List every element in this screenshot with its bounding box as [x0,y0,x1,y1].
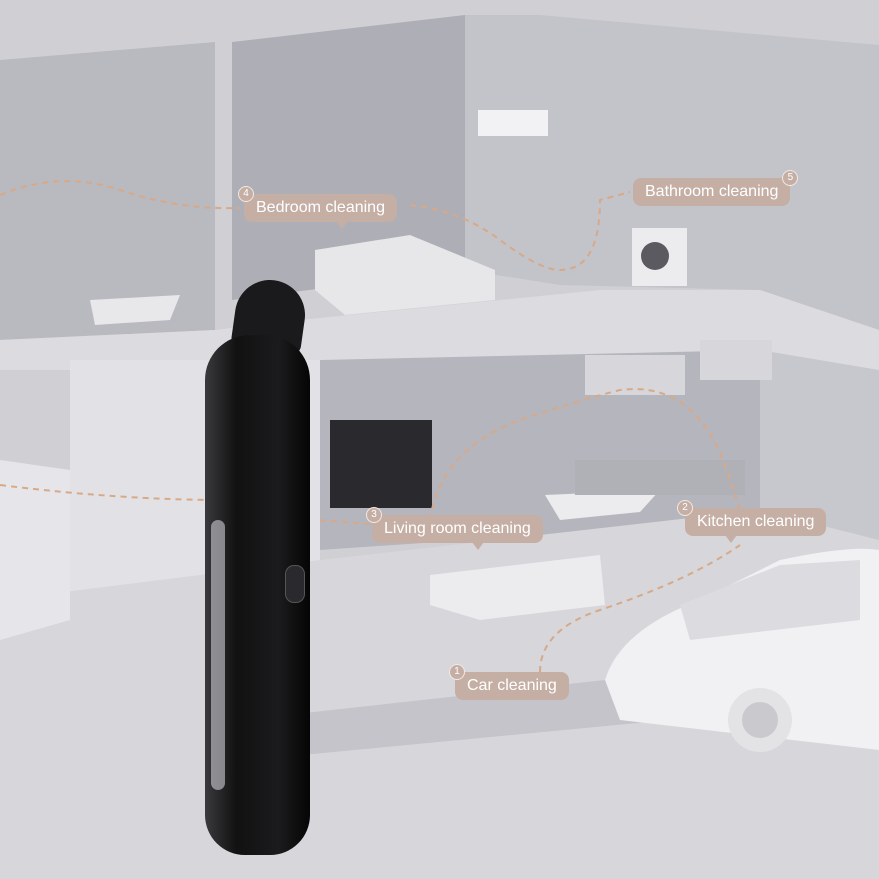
bathroom-wall [465,15,879,330]
air-conditioner [478,110,548,136]
label-bathroom-cleaning: 5 Bathroom cleaning [633,170,799,206]
left-upper-wall [0,42,215,340]
bed [315,235,495,315]
power-button[interactable] [285,565,305,603]
sofa [430,555,605,620]
route-paths [0,180,741,673]
cabinet [585,355,685,395]
dining-table [545,490,660,520]
kitchen-wall [760,350,879,560]
handheld-vacuum [205,275,310,860]
side-trim [211,520,225,790]
desk [90,295,180,325]
label-bedroom-cleaning: 4 Bedroom cleaning [238,186,397,229]
kitchen-counter [575,460,745,495]
label-living-room-cleaning: 3 Living room cleaning [366,507,543,550]
stairs [0,460,70,640]
tv [330,420,432,508]
bedroom-wall [232,15,465,300]
label-kitchen-cleaning: 2 Kitchen cleaning [677,500,827,543]
label-car-cleaning: 1 Car cleaning [449,664,569,700]
